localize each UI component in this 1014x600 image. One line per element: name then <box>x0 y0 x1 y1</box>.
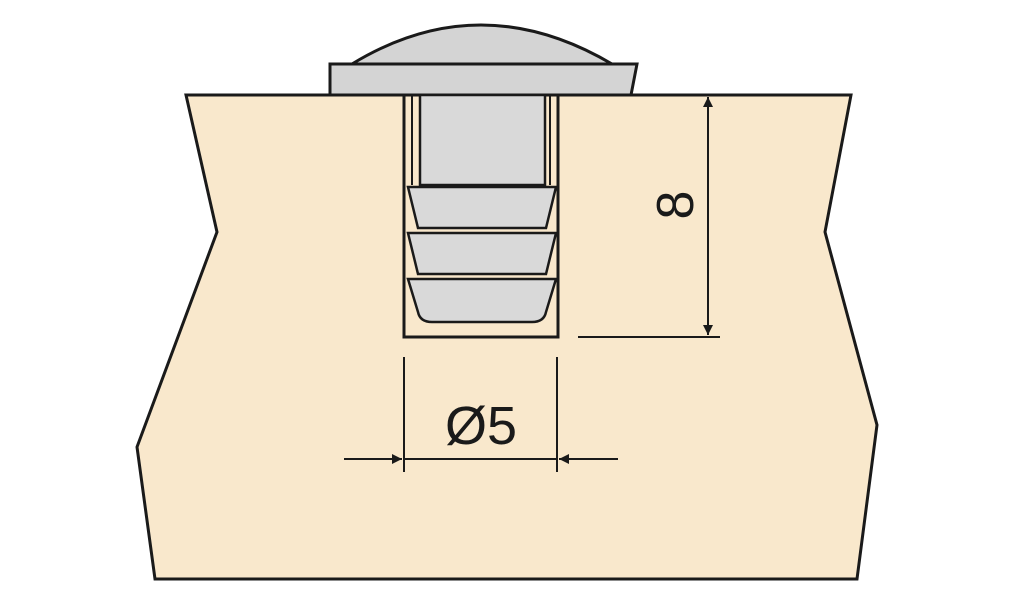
depth-dimension: 8 <box>578 97 720 338</box>
plug-shank <box>411 93 551 187</box>
plug-rib <box>406 185 558 230</box>
diameter-label: Ø5 <box>445 396 517 456</box>
diameter-dimension: Ø5 <box>344 357 618 472</box>
plug-cap <box>328 23 639 97</box>
plug-rib <box>406 231 558 276</box>
depth-label: 8 <box>647 191 705 220</box>
plug-ribs <box>406 185 558 324</box>
plug-rib <box>406 277 558 324</box>
